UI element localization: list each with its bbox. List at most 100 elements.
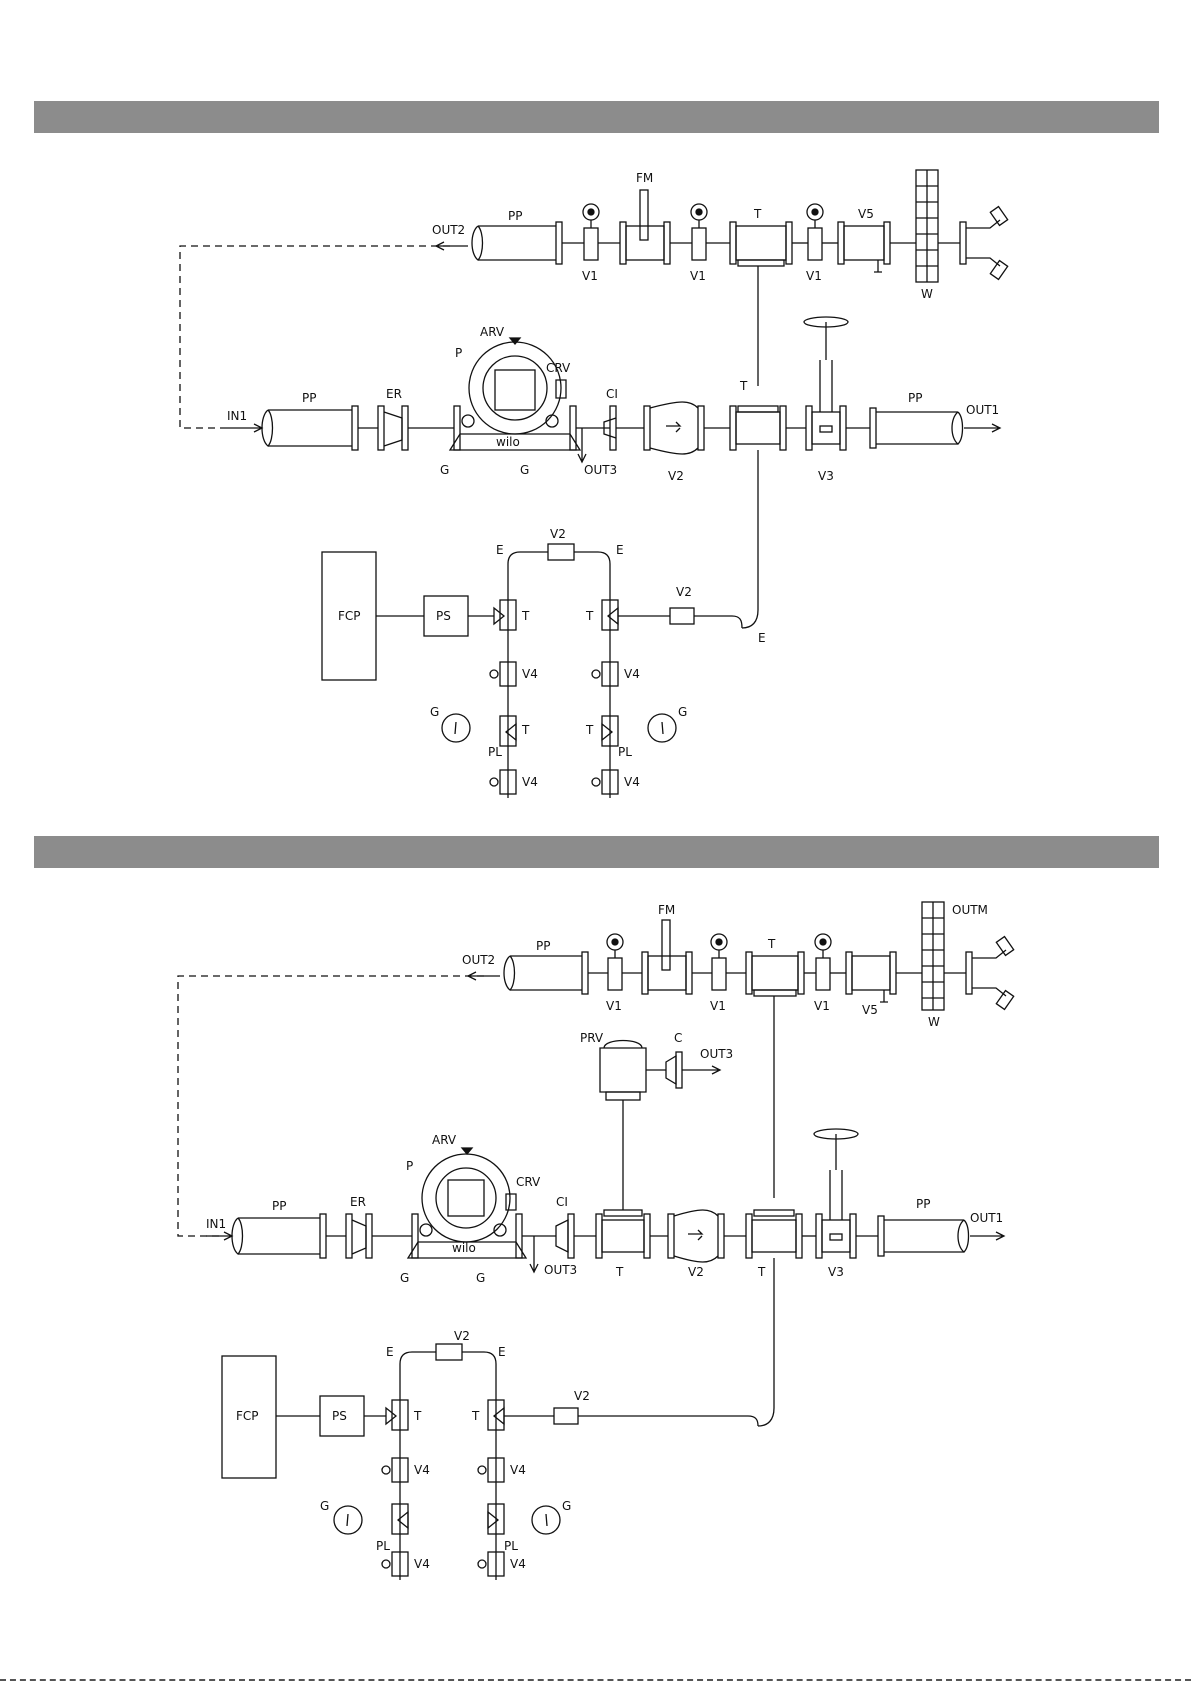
label-t-main-2: T <box>757 1265 766 1279</box>
label-out3-2: OUT3 <box>544 1263 577 1277</box>
label-e-tl-2: E <box>386 1345 394 1359</box>
label-v4-2r1: V4 <box>510 1463 526 1477</box>
top-pipe-2 <box>504 952 588 994</box>
label-v4-2r2: V4 <box>510 1557 526 1571</box>
pp-inlet-pipe <box>262 406 358 450</box>
label-fcp-2: FCP <box>236 1409 259 1423</box>
label-t-right-2a: T <box>471 1409 480 1423</box>
label-v1-2b: V1 <box>710 999 726 1013</box>
label-t-right-1: T <box>585 609 594 623</box>
out2-arrow <box>436 242 468 250</box>
label-g-pump-2a: G <box>400 1271 409 1285</box>
label-out1-2: OUT1 <box>970 1211 1003 1225</box>
wall-2 <box>922 902 944 1010</box>
label-v5: V5 <box>858 207 874 221</box>
label-p-1: P <box>455 346 462 360</box>
label-ps-2: PS <box>332 1409 347 1423</box>
pressure-relief-valve <box>600 1041 646 1101</box>
label-t-main-1: T <box>739 379 748 393</box>
v2-check-valve-2 <box>668 1210 724 1262</box>
label-t-top: T <box>753 207 762 221</box>
label-pl-2r: PL <box>504 1539 518 1553</box>
label-v4-l2: V4 <box>522 775 538 789</box>
bottom-border-dashes <box>0 1679 1191 1681</box>
flow-meter-2 <box>642 920 692 994</box>
v1-valve-2b <box>711 934 727 990</box>
tee-prv-2 <box>596 1210 650 1258</box>
label-v3-1: V3 <box>818 469 834 483</box>
label-out3-1: OUT3 <box>584 463 617 477</box>
label-v2-main-1: V2 <box>668 469 684 483</box>
label-er: ER <box>386 387 402 401</box>
flow-meter <box>620 190 670 264</box>
label-v4-2l1: V4 <box>414 1463 430 1477</box>
label-e-right-1: E <box>758 631 766 645</box>
label-pl-left-1: PL <box>488 745 502 759</box>
label-v2-bypass-1: V2 <box>550 527 566 541</box>
label-g-pump-2b: G <box>476 1271 485 1285</box>
pump <box>450 338 580 450</box>
label-pp-top-2: PP <box>536 939 550 953</box>
v2-check-valve-1 <box>644 402 704 454</box>
v1-valve-2 <box>691 204 707 260</box>
tee-main-2 <box>746 1210 802 1258</box>
label-w-1: W <box>921 287 933 301</box>
label-e-tr-2: E <box>498 1345 506 1359</box>
label-v5-2: V5 <box>862 1003 878 1017</box>
label-c: C <box>674 1031 682 1045</box>
tee-main-1 <box>730 406 786 450</box>
label-in1-2: IN1 <box>206 1217 226 1231</box>
label-pp-outlet-2: PP <box>916 1197 930 1211</box>
label-v3-2: V3 <box>828 1265 844 1279</box>
label-ci-1: CI <box>606 387 618 401</box>
label-v2-branch-1: V2 <box>676 585 692 599</box>
return-dashed-line-2 <box>178 976 484 1236</box>
label-t-right-2: T <box>585 723 594 737</box>
label-t-left-2: T <box>521 723 530 737</box>
out1-arrow-1 <box>964 424 1000 432</box>
tee-top-2 <box>746 952 804 996</box>
label-w-2: W <box>928 1015 940 1029</box>
label-brand-1: wilo <box>496 435 520 449</box>
label-er-2: ER <box>350 1195 366 1209</box>
v1-valve-3 <box>807 204 823 260</box>
label-t-top-2: T <box>767 937 776 951</box>
label-fm-2: FM <box>658 903 675 917</box>
label-out2-2: OUT2 <box>462 953 495 967</box>
eccentric-reducer <box>378 406 408 450</box>
elbow-right-2 <box>758 1408 774 1426</box>
diagram-2: OUT2 PP V1 FM V1 T <box>0 880 1191 1580</box>
pp-outlet-pipe-2 <box>878 1216 969 1256</box>
elbow-right-1 <box>742 610 758 628</box>
out3-drain-1 <box>578 428 586 462</box>
label-v4-r1: V4 <box>624 667 640 681</box>
in1-arrow <box>222 424 262 432</box>
label-g-right-1: G <box>678 705 687 719</box>
label-ps-1: PS <box>436 609 451 623</box>
label-prv: PRV <box>580 1031 604 1045</box>
label-outm: OUTM <box>952 903 988 917</box>
eccentric-reducer-2 <box>346 1214 372 1258</box>
label-v1-2c: V1 <box>814 999 830 1013</box>
label-crv-1: CRV <box>546 361 571 375</box>
label-g-left-2: G <box>320 1499 329 1513</box>
top-pipe <box>472 222 562 264</box>
v1-valve-1 <box>583 204 599 260</box>
label-out1-1: OUT1 <box>966 403 999 417</box>
out3-arrow-prv <box>682 1066 720 1074</box>
label-t-left-2a: T <box>413 1409 422 1423</box>
label-out2: OUT2 <box>432 223 465 237</box>
label-v1-b: V1 <box>690 269 706 283</box>
label-pp-top: PP <box>508 209 522 223</box>
label-t-left-1: T <box>521 609 530 623</box>
v2-branch-1 <box>670 608 694 624</box>
v2-branch-2 <box>554 1408 578 1424</box>
label-v4-l1: V4 <box>522 667 538 681</box>
label-e-tr-1: E <box>616 543 624 557</box>
label-t-prv-2: T <box>615 1265 624 1279</box>
label-g-pump-2: G <box>520 463 529 477</box>
label-v4-2l2: V4 <box>414 1557 430 1571</box>
cone-fitting-c <box>666 1052 682 1088</box>
label-v4-r2: V4 <box>624 775 640 789</box>
label-v2-main-2: V2 <box>688 1265 704 1279</box>
